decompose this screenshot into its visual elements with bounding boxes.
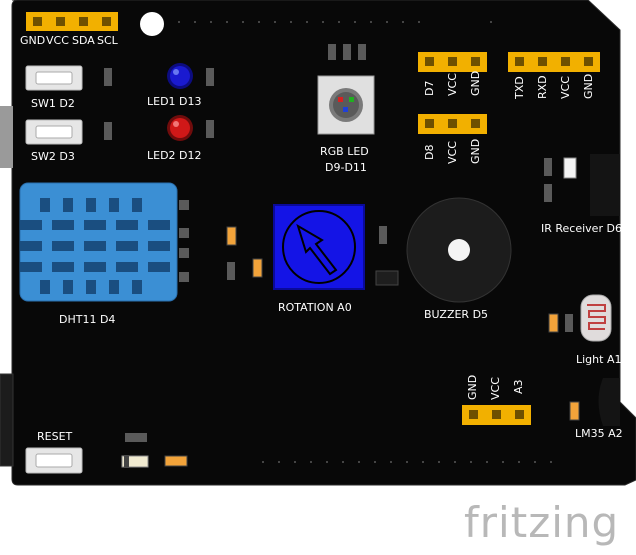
txd-label: TXD xyxy=(513,76,526,99)
smd-capacitors xyxy=(164,226,580,467)
reset-button[interactable] xyxy=(25,447,83,474)
d8-vcc-label: VCC xyxy=(446,141,459,164)
d7-vcc-label: VCC xyxy=(446,73,459,96)
mounting-hole xyxy=(140,12,164,36)
smd-resistors xyxy=(104,44,573,442)
d8-gnd-label: GND xyxy=(469,138,482,164)
dht11-sensor xyxy=(19,182,178,302)
buzzer xyxy=(406,197,512,303)
light-label: Light A1 xyxy=(576,353,622,366)
serial-vcc-label: VCC xyxy=(559,76,572,99)
rgb-led-pins-label: D9-D11 xyxy=(325,161,367,174)
ir-receiver-label: IR Receiver D6 xyxy=(541,222,622,235)
lm35-label: LM35 A2 xyxy=(575,427,623,440)
rgb-led-label: RGB LED xyxy=(320,145,369,158)
a3-label: A3 xyxy=(512,379,525,394)
led2-label: LED2 D12 xyxy=(147,149,202,162)
pin-label-vcc: VCC xyxy=(46,34,69,47)
sw1-button[interactable] xyxy=(25,65,83,91)
sw2-button[interactable] xyxy=(25,119,83,145)
lm35-body xyxy=(598,378,620,426)
transistor xyxy=(375,270,399,286)
i2c-header xyxy=(26,12,118,31)
rgb-led xyxy=(317,75,375,135)
d7-gnd-label: GND xyxy=(469,70,482,96)
d8-pin-label: D8 xyxy=(423,144,436,160)
sw2-label: SW2 D3 xyxy=(31,150,75,163)
dht11-label: DHT11 D4 xyxy=(59,313,116,326)
led1 xyxy=(167,63,193,89)
pin-label-sda: SDA xyxy=(72,34,95,47)
d7-pin-label: D7 xyxy=(423,80,436,96)
pin-label-gnd: GND xyxy=(20,34,46,47)
silkscreen-dashes xyxy=(178,21,560,463)
led1-label: LED1 D13 xyxy=(147,95,202,108)
analog-gnd-label: GND xyxy=(466,374,479,400)
light-sensor xyxy=(580,294,612,342)
sw1-label: SW1 D2 xyxy=(31,97,75,110)
fritzing-logo: fritzing xyxy=(464,498,620,547)
rxd-label: RXD xyxy=(536,75,549,99)
ir-receiver-body xyxy=(590,154,620,216)
led2 xyxy=(167,115,193,141)
power-jack xyxy=(0,373,14,467)
serial-gnd-label: GND xyxy=(582,73,595,99)
reset-label: RESET xyxy=(37,430,73,443)
usb-connector xyxy=(0,106,13,168)
buzzer-label: BUZZER D5 xyxy=(424,308,489,321)
analog-vcc-label: VCC xyxy=(489,377,502,400)
ir-led xyxy=(563,157,577,179)
rotation-potentiometer[interactable] xyxy=(273,204,365,290)
pin-label-scl: SCL xyxy=(97,34,118,47)
diode xyxy=(121,455,149,468)
rotation-label: ROTATION A0 xyxy=(278,301,352,314)
